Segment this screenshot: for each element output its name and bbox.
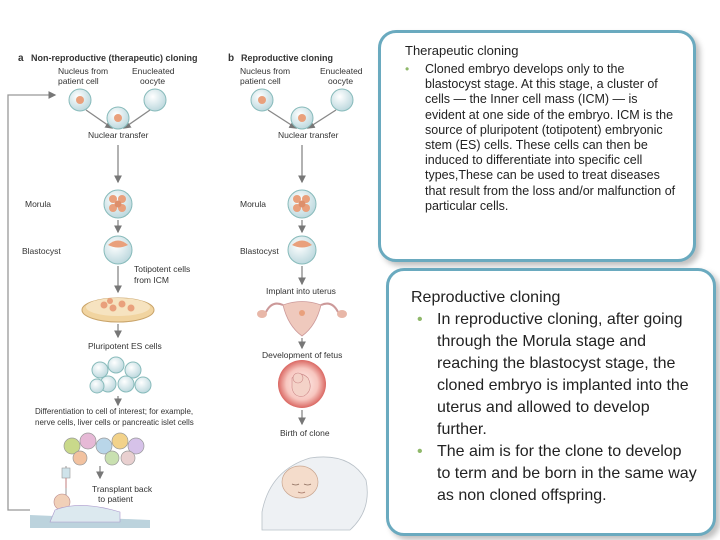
reproductive-cloning-list: • In reproductive cloning, after going t… — [411, 309, 699, 507]
a-morula — [103, 189, 133, 219]
label-b-implant: Implant into uterus — [266, 286, 336, 296]
therapeutic-bullet-item: • Cloned embryo develops only to the bla… — [405, 62, 679, 214]
reproductive-bullet-item: • In reproductive cloning, after going t… — [411, 309, 699, 441]
panel-a-letter: a — [18, 53, 24, 64]
a-nuclear-transfer-cell — [106, 106, 130, 130]
label-b-morula: Morula — [240, 199, 266, 209]
b-nucleus-cell — [250, 88, 274, 112]
a-loop-line — [7, 91, 57, 511]
panel-a-heading: Non-reproductive (therapeutic) cloning — [31, 53, 198, 63]
label-b-nuclear-transfer: Nuclear transfer — [278, 130, 339, 140]
therapeutic-cloning-box: Therapeutic cloning • Cloned embryo deve… — [378, 30, 696, 262]
panel-b-heading: Reproductive cloning — [241, 53, 333, 63]
label-a-nucleus2: patient cell — [58, 76, 99, 86]
a-blastocyst — [103, 235, 133, 265]
b-fetus — [278, 360, 326, 408]
a-petri-dish — [81, 297, 155, 323]
label-a-transplant2: to patient — [98, 494, 134, 504]
label-b-blastocyst: Blastocyst — [240, 246, 279, 256]
b-morula — [287, 189, 317, 219]
a-es-cells — [89, 356, 152, 394]
therapeutic-bullet-text: Cloned embryo develops only to the blast… — [425, 62, 676, 213]
label-b-nucleus: Nucleus from — [240, 66, 290, 76]
label-b-oocyte2: oocyte — [328, 76, 353, 86]
bullet-icon: • — [417, 311, 423, 328]
panel-b-letter: b — [228, 53, 234, 64]
a-differentiated-cells — [63, 432, 145, 466]
label-a-oocyte: Enucleated — [132, 66, 175, 76]
b-nuclear-transfer-cell — [290, 106, 314, 130]
a-oocyte-cell — [143, 88, 167, 112]
label-b-nucleus2: patient cell — [240, 76, 281, 86]
label-a-pluripotent: Pluripotent ES cells — [88, 341, 162, 351]
therapeutic-cloning-list: • Cloned embryo develops only to the bla… — [405, 62, 679, 214]
bullet-icon: • — [405, 62, 410, 76]
reproductive-bullet-text: In reproductive cloning, after going thr… — [437, 311, 689, 438]
label-a-totipotent2: from ICM — [134, 275, 169, 285]
a-nucleus-cell — [68, 88, 92, 112]
b-uterus — [257, 301, 347, 337]
reproductive-cloning-title: Reproductive cloning — [411, 289, 561, 306]
b-baby — [261, 456, 368, 531]
b-oocyte-cell — [330, 88, 354, 112]
label-a-totipotent: Totipotent cells — [134, 264, 190, 274]
label-b-birth: Birth of clone — [280, 428, 330, 438]
b-blastocyst — [287, 235, 317, 265]
label-a-transplant: Transplant back — [92, 484, 153, 494]
label-a-oocyte2: oocyte — [140, 76, 165, 86]
label-a-nuclear-transfer: Nuclear transfer — [88, 130, 149, 140]
label-a-nucleus: Nucleus from — [58, 66, 108, 76]
therapeutic-cloning-title: Therapeutic cloning — [405, 43, 519, 58]
reproductive-bullet-item: • The aim is for the clone to develop to… — [411, 441, 699, 507]
label-a-differentiation2: nerve cells, liver cells or pancreatic i… — [35, 418, 194, 427]
label-b-oocyte: Enucleated — [320, 66, 363, 76]
label-a-differentiation: Differentiation to cell of interest; for… — [35, 407, 193, 416]
label-b-fetus: Development of fetus — [262, 350, 342, 360]
a-patient-in-bed — [30, 466, 150, 528]
label-a-morula: Morula — [25, 199, 51, 209]
label-a-blastocyst: Blastocyst — [22, 246, 61, 256]
bullet-icon: • — [417, 443, 423, 460]
reproductive-cloning-box: Reproductive cloning • In reproductive c… — [386, 268, 716, 536]
cloning-figure: a Non-reproductive (therapeutic) cloning… — [7, 53, 368, 531]
reproductive-bullet-text: The aim is for the clone to develop to t… — [437, 443, 697, 504]
